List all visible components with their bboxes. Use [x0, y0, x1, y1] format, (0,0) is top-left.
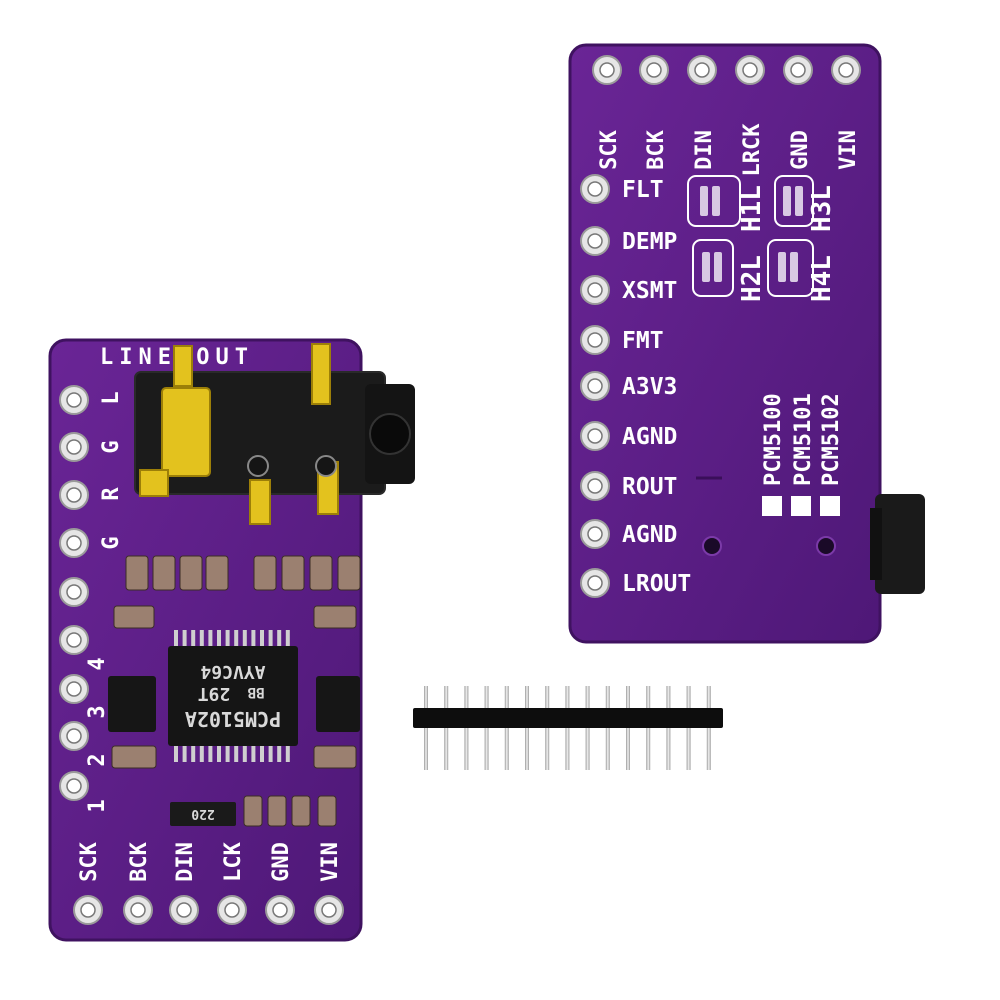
back-side-pin-label: DEMP — [622, 229, 677, 255]
front-left-pin-hole — [59, 771, 89, 801]
front-bottom-pin-hole — [73, 895, 103, 925]
back-top-pin-hole — [831, 55, 861, 85]
back-side-pin-label: FLT — [622, 177, 664, 203]
jumper-label: H1L — [737, 185, 767, 232]
back-top-pin-hole — [639, 55, 669, 85]
back-top-pin-label: DIN — [692, 130, 717, 170]
front-bottom-pin-label: DIN — [173, 842, 198, 882]
back-pin-holes — [580, 55, 861, 598]
pad-number-label: 3 — [85, 705, 110, 718]
front-bottom-pin-label: BCK — [127, 841, 152, 881]
front-left-pin-hole — [59, 625, 89, 655]
back-side-pin-label: FMT — [622, 328, 664, 354]
dac-board-back: SCK BCK DIN LRCK GND VIN FLT DEMP XSMT FMT A3V3AGN… — [568, 43, 925, 644]
front-bottom-pin-hole — [217, 895, 247, 925]
jack-pin-label: R — [99, 487, 124, 501]
jumper-label: H2L — [737, 255, 767, 302]
back-side-pin-hole — [580, 421, 610, 451]
pad-number-label: 1 — [85, 799, 110, 812]
front-left-pin-hole — [59, 674, 89, 704]
back-top-pin-hole — [783, 55, 813, 85]
back-side-pin-hole — [580, 471, 610, 501]
pad-number-label: 2 — [85, 753, 110, 766]
back-side-pin-label: A3V3 — [622, 374, 677, 400]
back-side-pin-hole — [580, 174, 610, 204]
back-side-pin-hole — [580, 519, 610, 549]
back-top-pin-hole — [592, 55, 622, 85]
variant-label: PCM5101 — [791, 393, 816, 486]
back-top-pin-label: BCK — [644, 129, 669, 169]
back-side-pin-hole — [580, 226, 610, 256]
chip-text: PCM5102A — [185, 707, 281, 731]
resistor-code: 220 — [191, 806, 215, 821]
jumper-label: H4L — [807, 255, 837, 302]
chip-marking: PCM5102A 29T BB AYVC64 — [185, 661, 281, 731]
front-left-pin-hole — [59, 577, 89, 607]
chip-text: 29T — [198, 683, 231, 704]
jack-pin-label: L — [99, 391, 124, 404]
back-side-pin-label: LROUT — [622, 571, 691, 597]
back-labels: SCK BCK DIN LRCK GND VIN FLT DEMP XSMT FMT A3V3AGN… — [597, 123, 861, 597]
dac-chip — [168, 646, 298, 746]
back-top-pin-label: VIN — [836, 130, 861, 170]
pin-header-strip — [413, 686, 723, 770]
back-side-pin-label: AGND — [622, 522, 677, 548]
front-bottom-pin-label: GND — [269, 842, 294, 882]
front-bottom-pin-hole — [265, 895, 295, 925]
line-out-label: LINE OUT — [100, 345, 254, 370]
back-side-pin-label: AGND — [622, 424, 677, 450]
variant-label: PCM5102 — [819, 393, 844, 486]
front-left-pin-hole — [59, 480, 89, 510]
back-top-pin-label: SCK — [597, 129, 622, 169]
front-left-pin-hole — [59, 432, 89, 462]
jack-pin-label: G — [99, 536, 124, 549]
front-bottom-pin-hole — [169, 895, 199, 925]
front-pin-holes — [59, 385, 344, 925]
back-top-pin-hole — [735, 55, 765, 85]
front-bottom-pin-label: VIN — [318, 842, 343, 882]
front-bottom-pin-label: SCK — [77, 841, 102, 881]
header-plastic-bar — [413, 708, 723, 728]
back-side-pin-hole — [580, 325, 610, 355]
front-left-pin-hole — [59, 528, 89, 558]
back-side-pin-hole — [580, 275, 610, 305]
variant-label: PCM5100 — [761, 393, 786, 486]
back-side-pin-hole — [580, 371, 610, 401]
chip-text: BB — [248, 684, 265, 700]
jumper-label: H3L — [807, 185, 837, 232]
front-bottom-pin-label: LCK — [221, 841, 246, 881]
front-left-pin-hole — [59, 385, 89, 415]
back-top-pin-label: LRCK — [740, 123, 765, 177]
back-top-pin-label: GND — [788, 130, 813, 170]
pad-number-label: 4 — [85, 657, 110, 670]
front-left-pin-hole — [59, 721, 89, 751]
back-side-pin-label: XSMT — [622, 278, 677, 304]
chip-text: AYVC64 — [200, 661, 265, 682]
back-side-pin-label: ROUT — [622, 474, 677, 500]
front-bottom-pin-hole — [123, 895, 153, 925]
back-top-pin-hole — [687, 55, 717, 85]
front-bottom-pin-hole — [314, 895, 344, 925]
back-side-pin-hole — [580, 568, 610, 598]
jack-pin-label: G — [99, 440, 124, 453]
